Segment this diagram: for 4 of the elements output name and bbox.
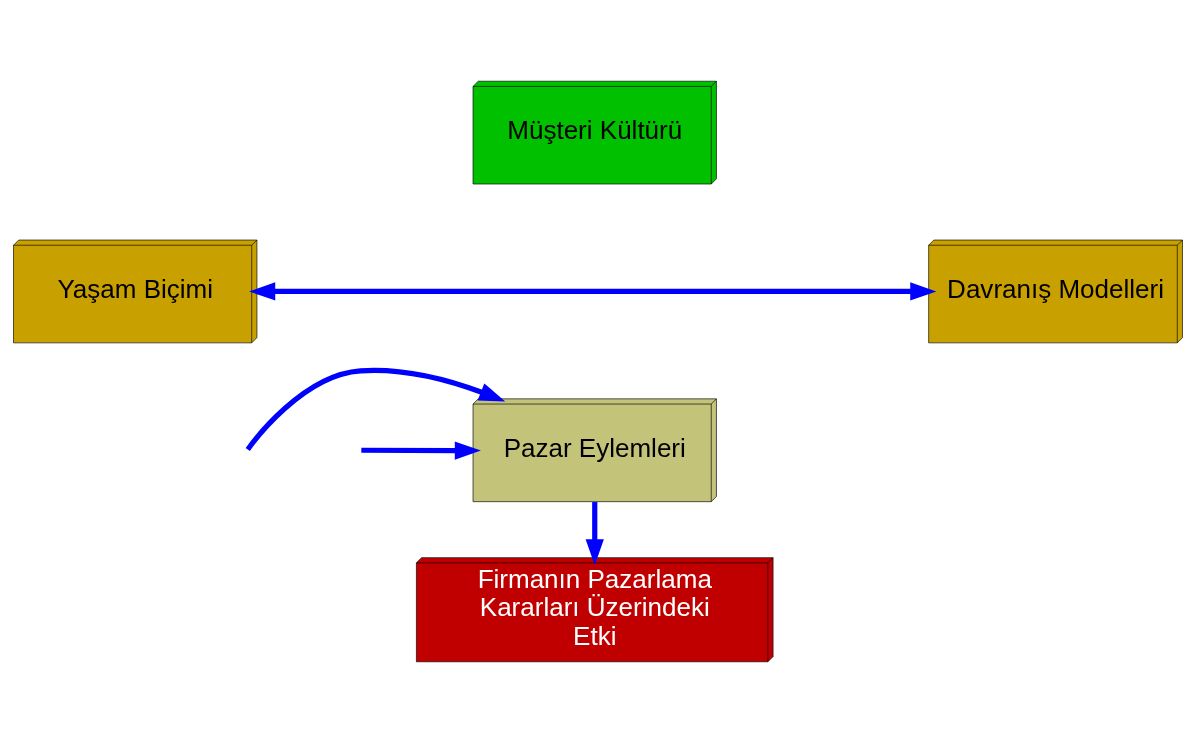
arrow [361,440,481,460]
arrow [249,281,937,301]
arrow [245,367,506,451]
arrow [585,501,604,565]
